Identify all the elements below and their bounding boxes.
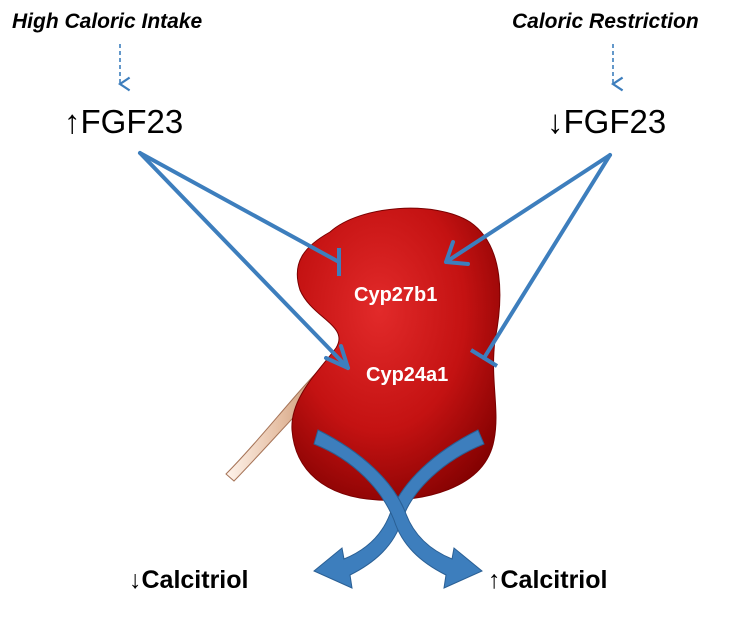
down-arrow-icon: ↓ bbox=[129, 566, 142, 594]
calcitriol-crossing-arrows bbox=[313, 429, 485, 589]
calcitriol-label-left: ↓Calcitriol bbox=[129, 566, 248, 595]
fgf23-text-left: FGF23 bbox=[80, 103, 184, 140]
down-arrow-icon: ↓ bbox=[547, 103, 564, 140]
fgf23-label-left: ↑FGF23 bbox=[64, 103, 183, 141]
enzyme-cyp24a1: Cyp24a1 bbox=[366, 364, 449, 386]
left-fgf23-arrows bbox=[138, 151, 350, 370]
fgf23-label-right: ↓FGF23 bbox=[547, 103, 666, 141]
calcitriol-text-right: Calcitriol bbox=[500, 566, 608, 594]
fgf23-text-right: FGF23 bbox=[563, 103, 667, 140]
condition-high-caloric-intake: High Caloric Intake bbox=[12, 10, 203, 33]
calcitriol-text-left: Calcitriol bbox=[141, 566, 249, 594]
condition-caloric-restriction: Caloric Restriction bbox=[512, 10, 699, 33]
up-arrow-icon: ↑ bbox=[488, 566, 501, 594]
up-arrow-icon: ↑ bbox=[64, 103, 81, 140]
enzyme-cyp27b1: Cyp27b1 bbox=[354, 284, 438, 306]
calcitriol-label-right: ↑Calcitriol bbox=[488, 566, 607, 595]
right-fgf23-arrows bbox=[444, 153, 612, 368]
